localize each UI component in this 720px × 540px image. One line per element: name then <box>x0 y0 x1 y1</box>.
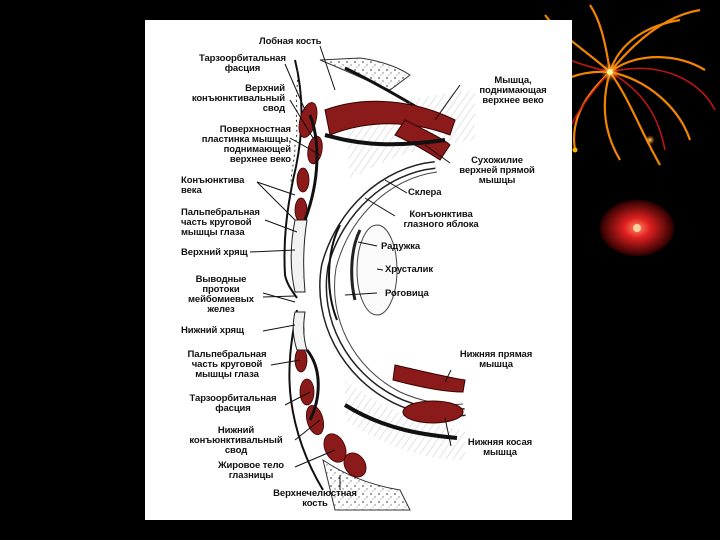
upper-tarsus <box>290 219 308 293</box>
maxillary-bone <box>322 458 411 511</box>
label-rogovica: Роговица <box>385 288 429 299</box>
orbital-fat-lower <box>345 380 465 460</box>
label-konyunktiva-veka: Конъюнктива века <box>181 175 245 196</box>
label-nizhniy-hryasch: Нижний хрящ <box>181 325 244 336</box>
label-nizhnyaya-kosaya: Нижняя косая мышца <box>467 437 533 458</box>
label-konyunktiva-glaznogo: Конъюнктива глазного яблока <box>403 209 479 230</box>
inferior-rectus <box>392 364 466 393</box>
levator-muscle <box>324 100 456 136</box>
label-verhnechelyustnaya: Верхнечелюстная кость <box>273 488 357 509</box>
label-sklera: Склера <box>408 187 442 198</box>
label-suhozhilie: Сухожилие верхней прямой мышцы <box>459 155 535 186</box>
label-nizhnyaya-pryamaya: Нижняя прямая мышца <box>459 349 533 370</box>
label-poverhnostnaya-plastinka: Поверхностная пластинка мышцы, поднимающ… <box>201 124 291 165</box>
cornea <box>328 224 341 321</box>
levator-aponeurosis <box>324 133 446 147</box>
lower-tarsus <box>292 311 308 351</box>
label-nizhniy-svod: Нижний конъюнктивальный свод <box>189 425 283 456</box>
superior-rectus <box>394 119 451 161</box>
label-palpebralnaya-top: Пальпебральная часть круговой мышцы глаз… <box>181 207 260 238</box>
anatomy-drawing <box>249 45 475 511</box>
label-palpebralnaya-bottom: Пальпебральная часть круговой мышцы глаз… <box>187 349 267 380</box>
frontal-bone <box>319 57 411 91</box>
label-verhniy-hryasch: Верхний хрящ <box>181 247 248 258</box>
label-raduzhka: Радужка <box>381 241 421 252</box>
upper-eyelid-skin <box>283 59 303 299</box>
label-vyvodnye-protoki: Выводные протоки мейбомиевых желез <box>188 274 254 315</box>
label-verhniy-svod: Верхний конъюнктивальный свод <box>191 83 285 114</box>
label-tarzoorbitalnaya-bottom: Тарзоорбитальная фасция <box>189 393 277 414</box>
eyelid-section-diagram: Лобная кость Тарзоорбитальная фасция Вер… <box>145 20 572 520</box>
label-tarzoorbitalnaya-top: Тарзоорбитальная фасция <box>199 53 286 74</box>
label-hrustalik: Хрусталик <box>385 264 434 275</box>
label-lobnaya-kost: Лобная кость <box>259 36 322 47</box>
lens <box>356 224 398 316</box>
leader-lines <box>249 45 461 490</box>
label-myshca-podnimayuschaya: Мышца, поднимающая верхнее веко <box>479 75 547 106</box>
inferior-oblique <box>402 400 464 424</box>
label-zhirovoe-telo: Жировое тело глазницы <box>218 460 284 481</box>
lower-eyelid-skin <box>288 309 324 491</box>
